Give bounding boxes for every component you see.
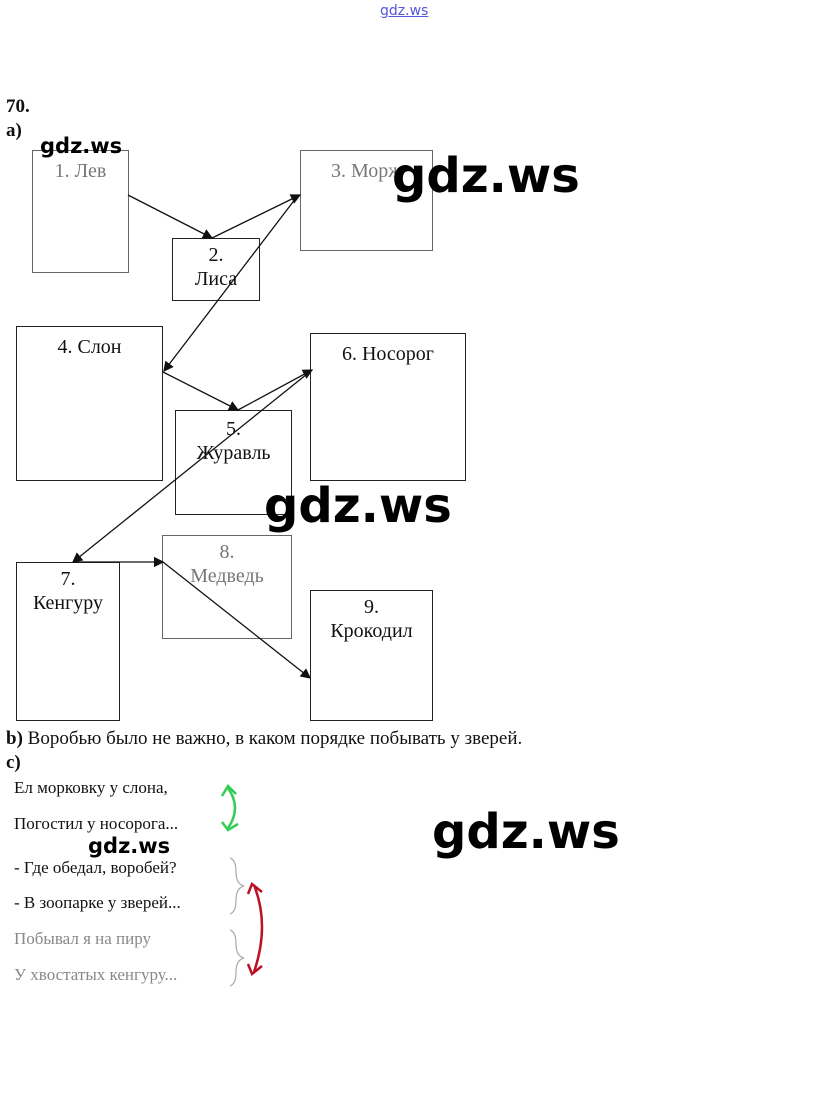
arrow-8-9 [162,561,312,679]
poem-line: - Где обедал, воробей? [14,858,177,877]
arrow-1-2 [127,194,214,239]
braces [229,857,245,987]
poem-line: - В зоопарке у зверей... [14,893,181,912]
watermark: gdz.ws [392,148,580,204]
box-crocodile: 9.Крокодил [310,590,433,721]
part-a-label: a) [6,120,22,141]
site-link[interactable]: gdz.ws [380,3,429,19]
poem-line: Ел морковку у слона, [14,778,168,797]
box-elephant: 4. Слон [16,326,163,481]
watermark: gdz.ws [264,478,452,534]
arrow-6-7 [71,369,313,563]
arrow-4-5 [162,371,240,411]
part-b: b) Воробью было не важно, в каком порядк… [6,728,523,749]
watermark: gdz.ws [432,804,620,860]
poem-line: Погостил у носорога... [14,814,179,833]
watermark: gdz.ws [40,134,123,158]
poem-line: У хвостатых кенгуру... [14,965,178,984]
arrow-3-4 [163,197,297,373]
watermark: gdz.ws [88,834,171,858]
red-swap-arrow [246,881,264,977]
box-fox: 2.Лиса [172,238,260,301]
arrow-2-3 [211,194,302,239]
box-bear: 8.Медведь [162,535,292,639]
exercise-number: 70. [6,96,30,117]
poem-line: Побывал я на пиру [14,929,152,948]
green-swap-arrow [220,783,239,832]
box-lion: 1. Лев [32,150,129,273]
box-rhino: 6. Носорог [310,333,466,481]
part-c-label: c) [6,752,21,773]
box-kangaroo: 7.Кенгуру [16,562,120,721]
arrow-5-6 [237,369,314,411]
